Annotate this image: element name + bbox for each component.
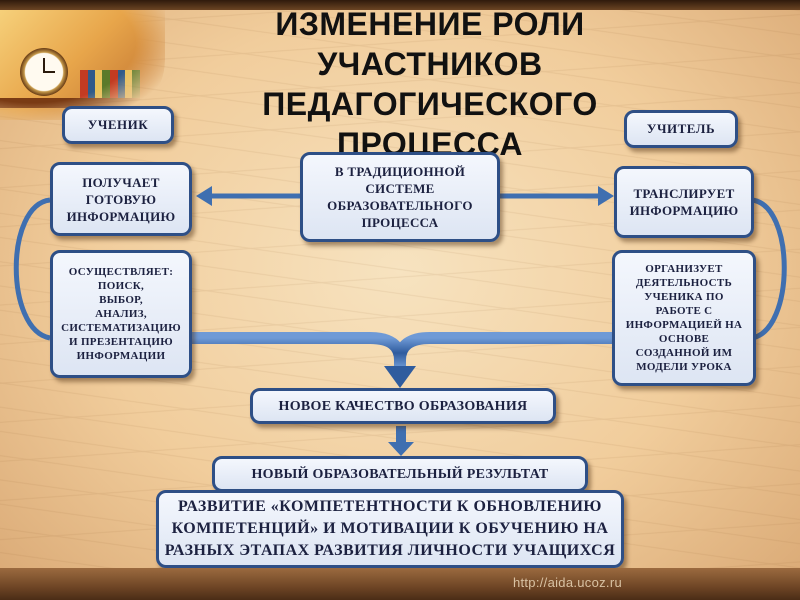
merge-arrowhead xyxy=(384,366,416,388)
student-label: УЧЕНИК xyxy=(62,106,174,144)
top-border xyxy=(0,0,800,10)
traditional-system-box: В ТРАДИЦИОННОЙ СИСТЕМЕ ОБРАЗОВАТЕЛЬНОГО … xyxy=(300,152,500,242)
books-icon xyxy=(80,70,140,98)
teacher-side-curve xyxy=(751,197,787,341)
quality-to-result-stem xyxy=(396,426,406,444)
quality-to-result-arrowhead xyxy=(388,442,414,456)
development-box: РАЗВИТИЕ «КОМПЕТЕНТНОСТИ К ОБНОВЛЕНИЮ КО… xyxy=(156,490,624,568)
new-quality-box: НОВОЕ КАЧЕСТВО ОБРАЗОВАНИЯ xyxy=(250,388,556,424)
slide-title: ИЗМЕНЕНИЕ РОЛИ УЧАСТНИКОВ ПЕДАГОГИЧЕСКОГ… xyxy=(262,6,598,162)
center-to-teacher-arrowhead xyxy=(598,186,614,206)
bottom-border xyxy=(0,568,800,600)
student-traditional-role: ПОЛУЧАЕТ ГОТОВУЮ ИНФОРМАЦИЮ xyxy=(50,162,192,236)
merge-pipe xyxy=(192,332,612,368)
clock-icon xyxy=(20,48,68,96)
teacher-label: УЧИТЕЛЬ xyxy=(624,110,738,148)
watermark-url: http://aida.ucoz.ru xyxy=(512,575,622,590)
teacher-new-role: ОРГАНИЗУЕТ ДЕЯТЕЛЬНОСТЬ УЧЕНИКА ПО РАБОТ… xyxy=(612,250,756,386)
shelf-icon xyxy=(0,98,140,108)
new-result-box: НОВЫЙ ОБРАЗОВАТЕЛЬНЫЙ РЕЗУЛЬТАТ xyxy=(212,456,588,492)
center-to-student-arrowhead xyxy=(196,186,212,206)
student-side-curve xyxy=(13,197,51,341)
teacher-traditional-role: ТРАНСЛИРУЕТ ИНФОРМАЦИЮ xyxy=(614,166,754,238)
corner-illustration xyxy=(0,10,165,120)
student-new-role: ОСУЩЕСТВЛЯЕТ: ПОИСК, ВЫБОР, АНАЛИЗ, СИСТ… xyxy=(50,250,192,378)
